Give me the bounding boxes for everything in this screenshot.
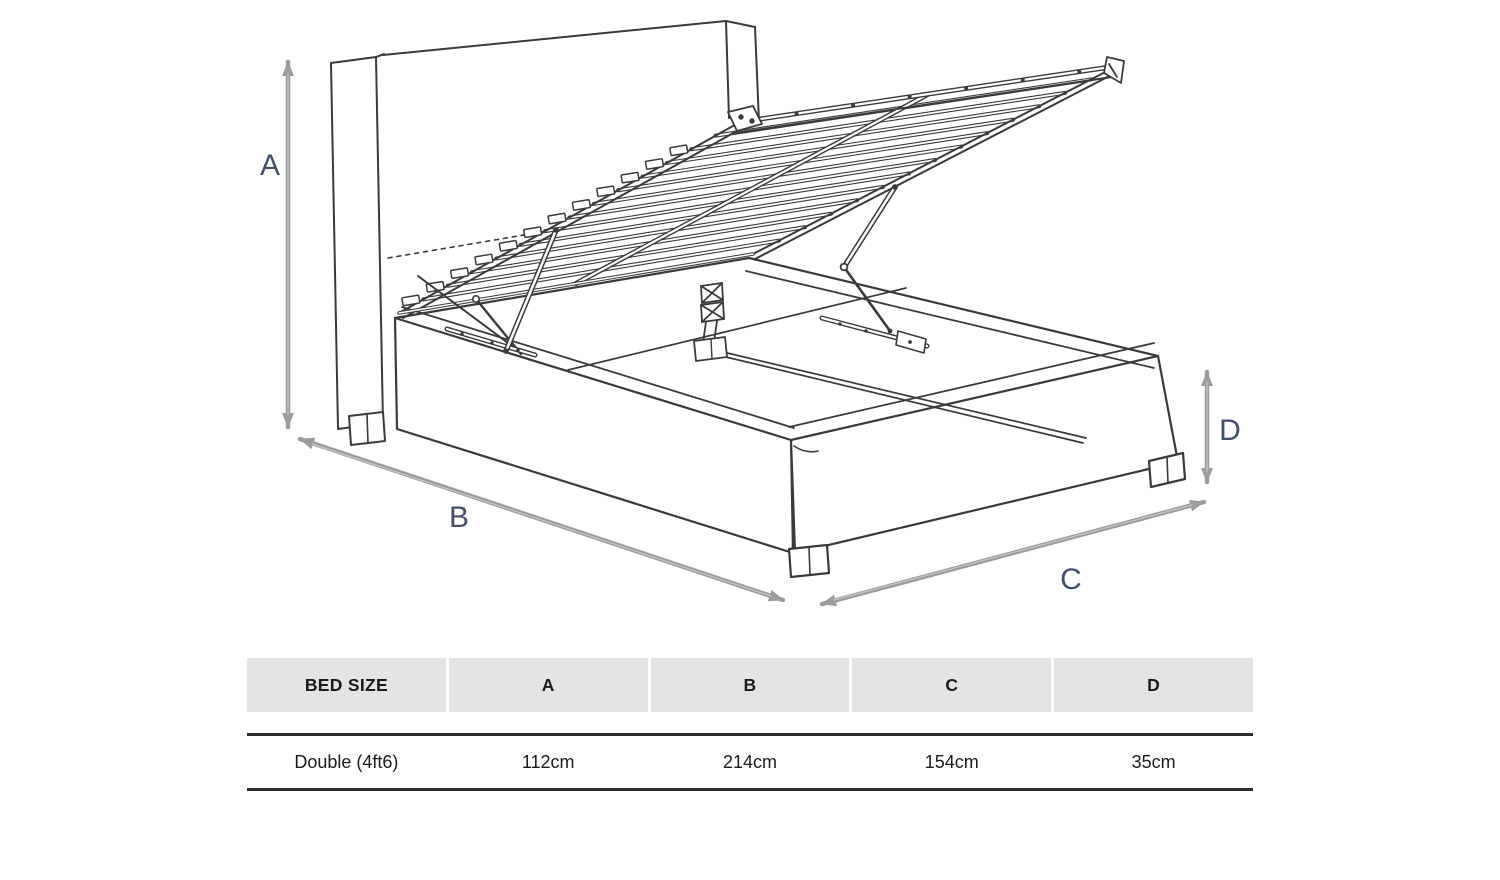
dim-label-c: C (1060, 563, 1082, 596)
box-front-foot (787, 543, 831, 579)
slat-frame-corners (727, 56, 1125, 132)
dimension-arrows: A B C D (260, 59, 1241, 607)
table-rule-bottom (247, 788, 1253, 791)
headboard-foot (348, 411, 386, 446)
box-rear-foot (1147, 451, 1187, 489)
table-row: Double (4ft6) 112cm 214cm 154cm 35cm (247, 736, 1253, 788)
table-header-d: D (1054, 658, 1253, 712)
lift-mechanism-right (819, 184, 930, 354)
cell-bed-size: Double (4ft6) (294, 751, 399, 772)
headboard (330, 20, 760, 446)
table-header-bed-size: BED SIZE (247, 658, 446, 712)
table-header-a: A (448, 658, 648, 712)
cell-a-value: 112cm (521, 751, 575, 772)
table-header-c: C (852, 658, 1052, 712)
cell-b-value: 214cm (722, 751, 777, 772)
dim-label-a: A (260, 149, 280, 182)
headboard-pillar (330, 56, 384, 430)
storage-box (393, 256, 1187, 579)
ottoman-bed-drawing: A B C D (260, 20, 1241, 607)
table-rule-top (247, 733, 1253, 736)
center-foot (693, 336, 728, 362)
dimension-arrow-b (297, 436, 786, 603)
center-support (693, 282, 728, 362)
lift-mechanism-left (417, 227, 559, 358)
table-header-b: B (650, 658, 850, 712)
dimensions-table: BED SIZE A B C D Double (4ft6) 112cm 214… (247, 658, 1253, 791)
frame-corner-cap (1103, 56, 1125, 84)
slat-frame (397, 63, 1120, 319)
dim-label-d: D (1219, 414, 1241, 447)
cell-c-value: 154cm (924, 751, 979, 772)
bed-diagram: A B C D (260, 20, 1241, 607)
dim-label-b: B (449, 501, 469, 534)
cell-d-value: 35cm (1131, 751, 1176, 772)
frame-corner-bracket (727, 105, 763, 132)
dimension-arrow-c (819, 499, 1207, 607)
table-header-row: BED SIZE A B C D (247, 658, 1253, 712)
box-interior (567, 287, 1087, 444)
